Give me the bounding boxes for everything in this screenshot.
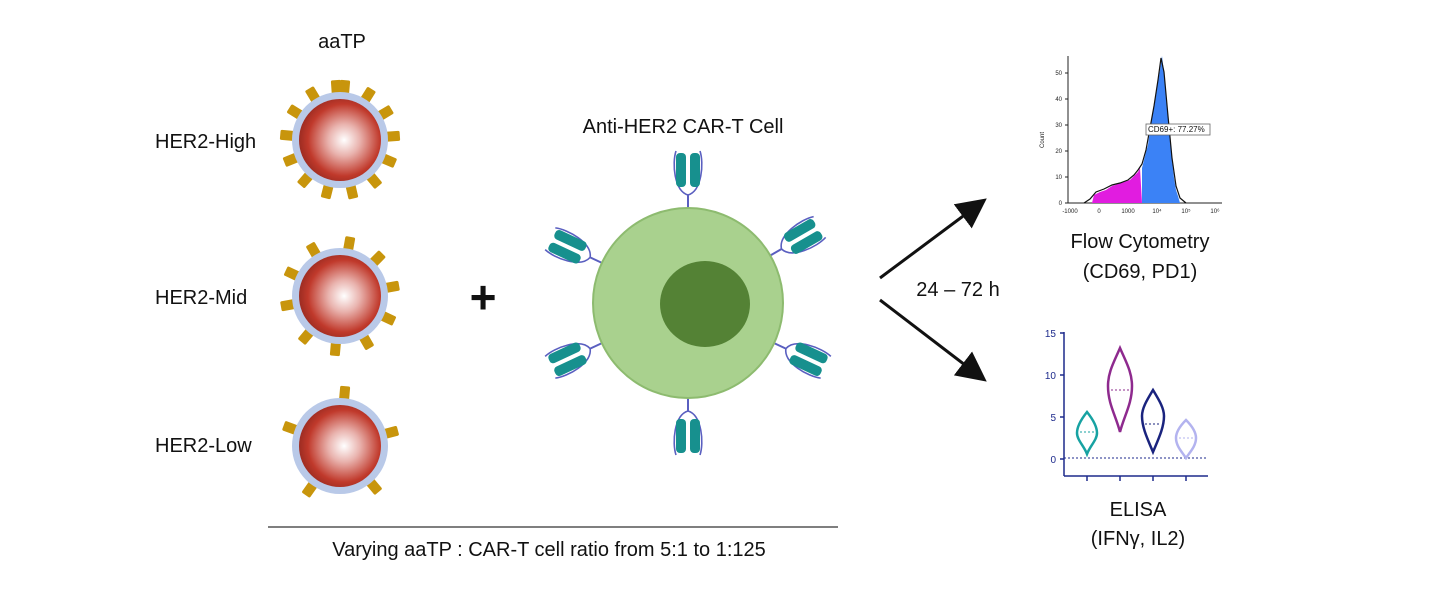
elisa-title-line2: (IFNγ, IL2)	[1091, 528, 1185, 550]
elisa-y-tick: 10	[1045, 371, 1057, 382]
ratio-caption: Varying aaTP : CAR-T cell ratio from 5:1…	[332, 539, 766, 561]
cart-cell	[544, 150, 832, 456]
car-receptor	[673, 398, 703, 456]
flow-title-line2: (CD69, PD1)	[1083, 261, 1197, 283]
flow-x-tick: -1000	[1062, 209, 1078, 215]
label-her2-high: HER2-High	[155, 131, 256, 153]
car-receptor	[544, 227, 603, 264]
arrow-to-flow	[879, 198, 987, 280]
label-her2-mid: HER2-Mid	[155, 287, 247, 309]
flow-y-tick: 40	[1055, 97, 1062, 103]
car-receptor	[673, 150, 703, 208]
aatp-header: aaTP	[318, 31, 366, 53]
flow-y-tick: 10	[1055, 175, 1062, 181]
car-receptor	[544, 342, 603, 379]
flow-x-tick: 10⁵	[1181, 208, 1191, 215]
flow-title-line1: Flow Cytometry	[1071, 231, 1210, 253]
violin-4	[1174, 418, 1198, 461]
elisa-violin-plot: 15 10 5 0	[1045, 329, 1208, 481]
elisa-y-tick: 5	[1050, 413, 1056, 424]
plus-sign: +	[470, 271, 497, 323]
flow-x-tick: 10⁶	[1210, 208, 1220, 215]
car-receptor	[769, 215, 827, 257]
histogram-negative	[1092, 168, 1142, 203]
car-receptor	[773, 342, 832, 379]
cell-nucleus	[660, 261, 750, 347]
flow-x-tick: 1000	[1121, 209, 1135, 215]
flow-x-tick: 0	[1097, 209, 1101, 215]
flow-y-tick: 20	[1055, 149, 1062, 155]
particle-her2-low	[282, 385, 399, 498]
flow-y-tick: 30	[1055, 123, 1062, 129]
time-label: 24 – 72 h	[916, 279, 999, 301]
flow-y-tick: 50	[1055, 71, 1062, 77]
elisa-y-tick: 15	[1045, 329, 1057, 340]
flow-histogram: 50 40 30 20 10 0 -1000 0 1000 10⁴ 10⁵ 10⁶ Count CD…	[1040, 56, 1222, 215]
flow-x-tick: 10⁴	[1152, 208, 1162, 215]
elisa-title-line1: ELISA	[1110, 499, 1167, 521]
violin-3	[1140, 387, 1166, 456]
elisa-y-tick: 0	[1050, 455, 1056, 466]
violin-2	[1106, 344, 1134, 433]
cart-title: Anti-HER2 CAR-T Cell	[583, 116, 784, 138]
particle-her2-high	[279, 79, 401, 200]
label-her2-low: HER2-Low	[155, 435, 252, 457]
flow-y-title: Count	[1040, 132, 1046, 148]
particle-her2-mid	[280, 236, 400, 357]
violin-1	[1075, 409, 1099, 458]
flow-gate-label: CD69+: 77.27%	[1148, 125, 1205, 134]
arrow-to-elisa	[879, 298, 987, 382]
flow-y-tick: 0	[1059, 201, 1063, 207]
